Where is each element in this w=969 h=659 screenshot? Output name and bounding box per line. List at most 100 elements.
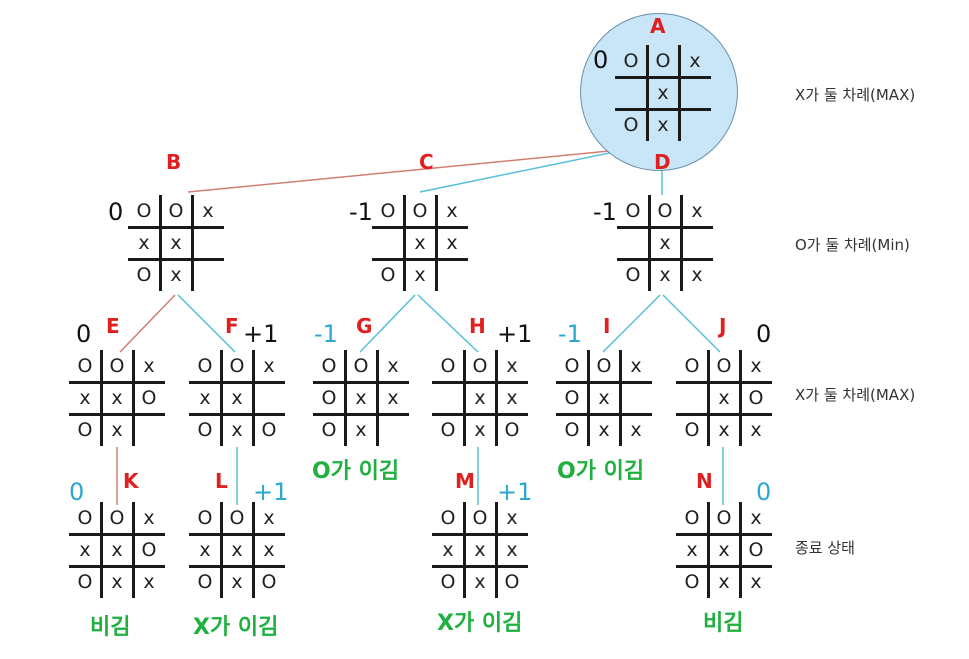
board-cell: x bbox=[79, 387, 91, 409]
board-cell: O bbox=[229, 507, 245, 529]
board-cell: x bbox=[598, 387, 610, 409]
board-cell: O bbox=[564, 355, 580, 377]
score-d: -1 bbox=[593, 198, 617, 226]
board-cell bbox=[615, 77, 647, 109]
board-cell: O bbox=[440, 571, 456, 593]
level-label-min: O가 둘 차례(Min) bbox=[795, 236, 910, 254]
board-cell: O bbox=[412, 200, 428, 222]
result-m: X가 이김 bbox=[437, 611, 523, 636]
board-cell: x bbox=[170, 264, 182, 286]
board-cell: x bbox=[143, 571, 155, 593]
grid-line-horizontal bbox=[676, 533, 772, 536]
grid-line-horizontal bbox=[313, 381, 409, 384]
board-cell: x bbox=[79, 539, 91, 561]
grid-line-horizontal bbox=[69, 533, 165, 536]
board-cell: O bbox=[684, 571, 700, 593]
edge-c-g bbox=[359, 294, 416, 353]
board-cell: O bbox=[136, 264, 152, 286]
edge-a-b bbox=[187, 147, 641, 193]
grid-line-horizontal bbox=[372, 258, 468, 261]
board-cell: x bbox=[630, 419, 642, 441]
level-label-max-1: X가 둘 차례(MAX) bbox=[795, 86, 916, 104]
board-cell: x bbox=[143, 355, 155, 377]
grid-line-vertical bbox=[739, 350, 742, 446]
board-cell: O bbox=[504, 571, 520, 593]
edge-d-j bbox=[662, 294, 721, 353]
node-label-a: A bbox=[650, 14, 666, 38]
grid-line-vertical bbox=[707, 350, 710, 446]
board-cell: x bbox=[231, 571, 243, 593]
board-cell: x bbox=[111, 571, 123, 593]
grid-line-vertical bbox=[619, 350, 622, 446]
edge-d-i bbox=[602, 294, 661, 353]
node-label-e: E bbox=[106, 314, 120, 338]
board-cell: O bbox=[623, 114, 639, 136]
board-cell: O bbox=[229, 355, 245, 377]
board-cell bbox=[432, 382, 464, 414]
board-cell: O bbox=[625, 264, 641, 286]
board-cell bbox=[617, 227, 649, 259]
grid-line-vertical bbox=[495, 502, 498, 598]
board-cell: x bbox=[750, 355, 762, 377]
node-label-g: G bbox=[356, 314, 373, 338]
board-cell: O bbox=[141, 387, 157, 409]
board-cell: x bbox=[506, 355, 518, 377]
board-cell: x bbox=[598, 419, 610, 441]
edge-b-e bbox=[119, 294, 176, 353]
board-cell: x bbox=[691, 264, 703, 286]
score-m: +1 bbox=[497, 478, 533, 506]
board-cell: O bbox=[564, 419, 580, 441]
score-a: 0 bbox=[593, 46, 609, 74]
board-cell: x bbox=[657, 114, 669, 136]
grid-line-horizontal bbox=[432, 381, 528, 384]
grid-line-vertical bbox=[100, 502, 103, 598]
board-cell: x bbox=[446, 200, 458, 222]
board-cell: O bbox=[321, 355, 337, 377]
board-cell: O bbox=[197, 419, 213, 441]
grid-line-vertical bbox=[344, 350, 347, 446]
board-cell: x bbox=[659, 232, 671, 254]
board-cell: O bbox=[77, 507, 93, 529]
board-cell: O bbox=[109, 355, 125, 377]
grid-line-vertical bbox=[463, 502, 466, 598]
grid-line-horizontal bbox=[615, 108, 711, 111]
board-cell: x bbox=[446, 232, 458, 254]
grid-line-vertical bbox=[435, 195, 438, 291]
grid-line-vertical bbox=[678, 45, 681, 141]
board-cell: O bbox=[625, 200, 641, 222]
board-cell: x bbox=[414, 264, 426, 286]
board-cell bbox=[192, 227, 224, 259]
node-label-b: B bbox=[166, 150, 182, 174]
grid-line-horizontal bbox=[432, 413, 528, 416]
grid-line-horizontal bbox=[69, 381, 165, 384]
board-cell: x bbox=[474, 387, 486, 409]
board-cell: x bbox=[138, 232, 150, 254]
board-cell: O bbox=[623, 50, 639, 72]
grid-line-vertical bbox=[648, 195, 651, 291]
board-cell: O bbox=[472, 355, 488, 377]
level-label-terminal: 종료 상태 bbox=[795, 539, 855, 557]
node-label-d: D bbox=[654, 150, 671, 174]
board-cell bbox=[676, 382, 708, 414]
board-cell: x bbox=[506, 507, 518, 529]
grid-line-vertical bbox=[159, 195, 162, 291]
board-cell: O bbox=[748, 539, 764, 561]
board-cell: x bbox=[199, 539, 211, 561]
board-cell: O bbox=[109, 507, 125, 529]
grid-line-horizontal bbox=[676, 565, 772, 568]
board-cell: O bbox=[197, 355, 213, 377]
board-cell: O bbox=[197, 507, 213, 529]
board-cell: x bbox=[659, 264, 671, 286]
grid-line-horizontal bbox=[615, 76, 711, 79]
board-cell: x bbox=[111, 387, 123, 409]
board-cell: O bbox=[380, 264, 396, 286]
board-cell: x bbox=[111, 539, 123, 561]
